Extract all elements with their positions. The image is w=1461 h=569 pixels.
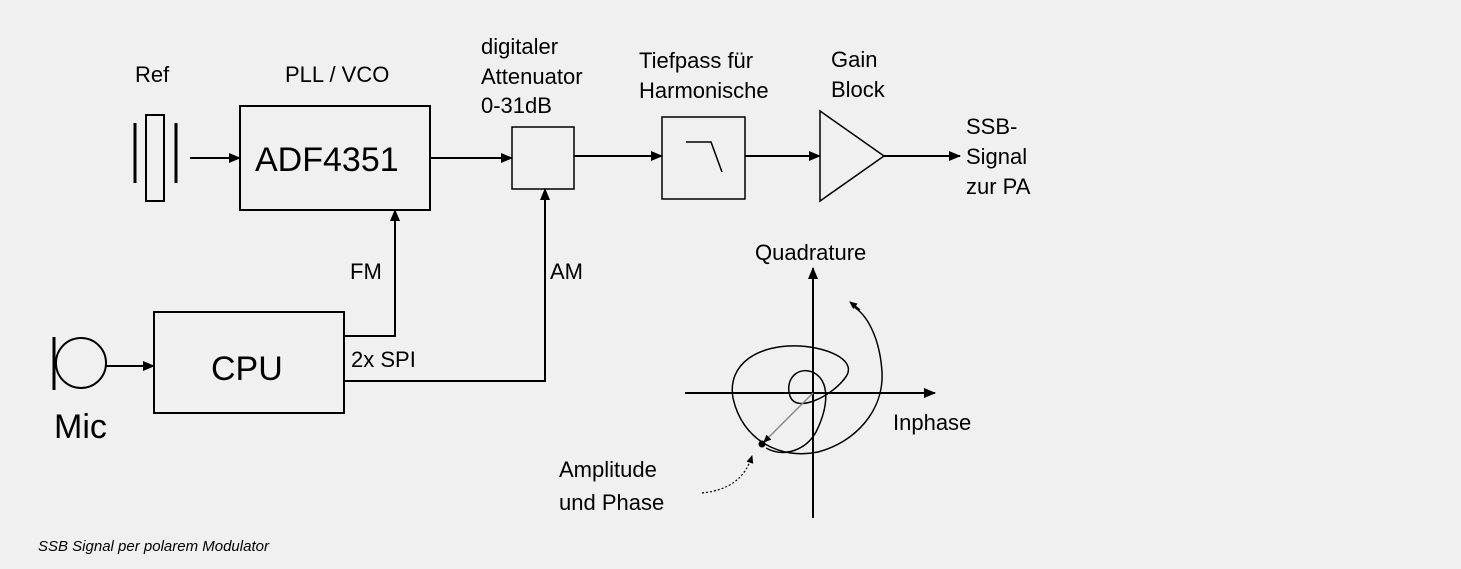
- mic-label: Mic: [54, 408, 107, 446]
- figure-caption: SSB Signal per polarem Modulator: [38, 538, 270, 555]
- crystal-icon: [133, 114, 178, 202]
- quadrature-label: Quadrature: [755, 240, 866, 265]
- iq-plot: Quadrature Inphase Amplitude und Phase: [559, 240, 971, 518]
- amplitude-label-line2: und Phase: [559, 490, 664, 515]
- cpu-label: CPU: [211, 350, 283, 388]
- gain-label-line2: Block: [831, 77, 886, 102]
- gain-label-line1: Gain: [831, 47, 877, 72]
- inphase-label: Inphase: [893, 410, 971, 435]
- attenuator-block: [511, 126, 575, 190]
- amplitude-vector: [763, 392, 814, 443]
- output-label-line1: SSB-: [966, 114, 1017, 139]
- attenuator-label-line1: digitaler: [481, 34, 558, 59]
- attenuator-label-line2: Attenuator: [481, 64, 583, 89]
- lowpass-label-line2: Harmonische: [639, 78, 769, 103]
- output-label-line2: Signal: [966, 144, 1027, 169]
- adf4351-label: ADF4351: [255, 141, 399, 179]
- lowpass-label-line1: Tiefpass für: [639, 48, 753, 73]
- fm-control-line: [344, 209, 400, 337]
- amplitude-label-line1: Amplitude: [559, 457, 657, 482]
- amplitude-pointer: [701, 455, 754, 494]
- lowpass-filter-block: [661, 116, 746, 200]
- microphone-icon: [52, 337, 107, 390]
- lowpass-symbol-icon: [686, 141, 723, 173]
- am-label: AM: [550, 259, 583, 284]
- pll-vco-label: PLL / VCO: [285, 62, 389, 87]
- ref-label: Ref: [135, 62, 170, 87]
- fm-label: FM: [350, 259, 382, 284]
- spi-label: 2x SPI: [351, 347, 416, 372]
- am-control-line: [344, 188, 550, 382]
- iq-trajectory-spiral: [731, 305, 883, 455]
- attenuator-label-line3: 0-31dB: [481, 93, 552, 118]
- signal-arrows: [190, 151, 961, 163]
- trajectory-start-arrow: [849, 301, 861, 311]
- gain-block-triangle: [819, 109, 886, 203]
- amplitude-point: [758, 440, 766, 448]
- output-label-line3: zur PA: [966, 174, 1031, 199]
